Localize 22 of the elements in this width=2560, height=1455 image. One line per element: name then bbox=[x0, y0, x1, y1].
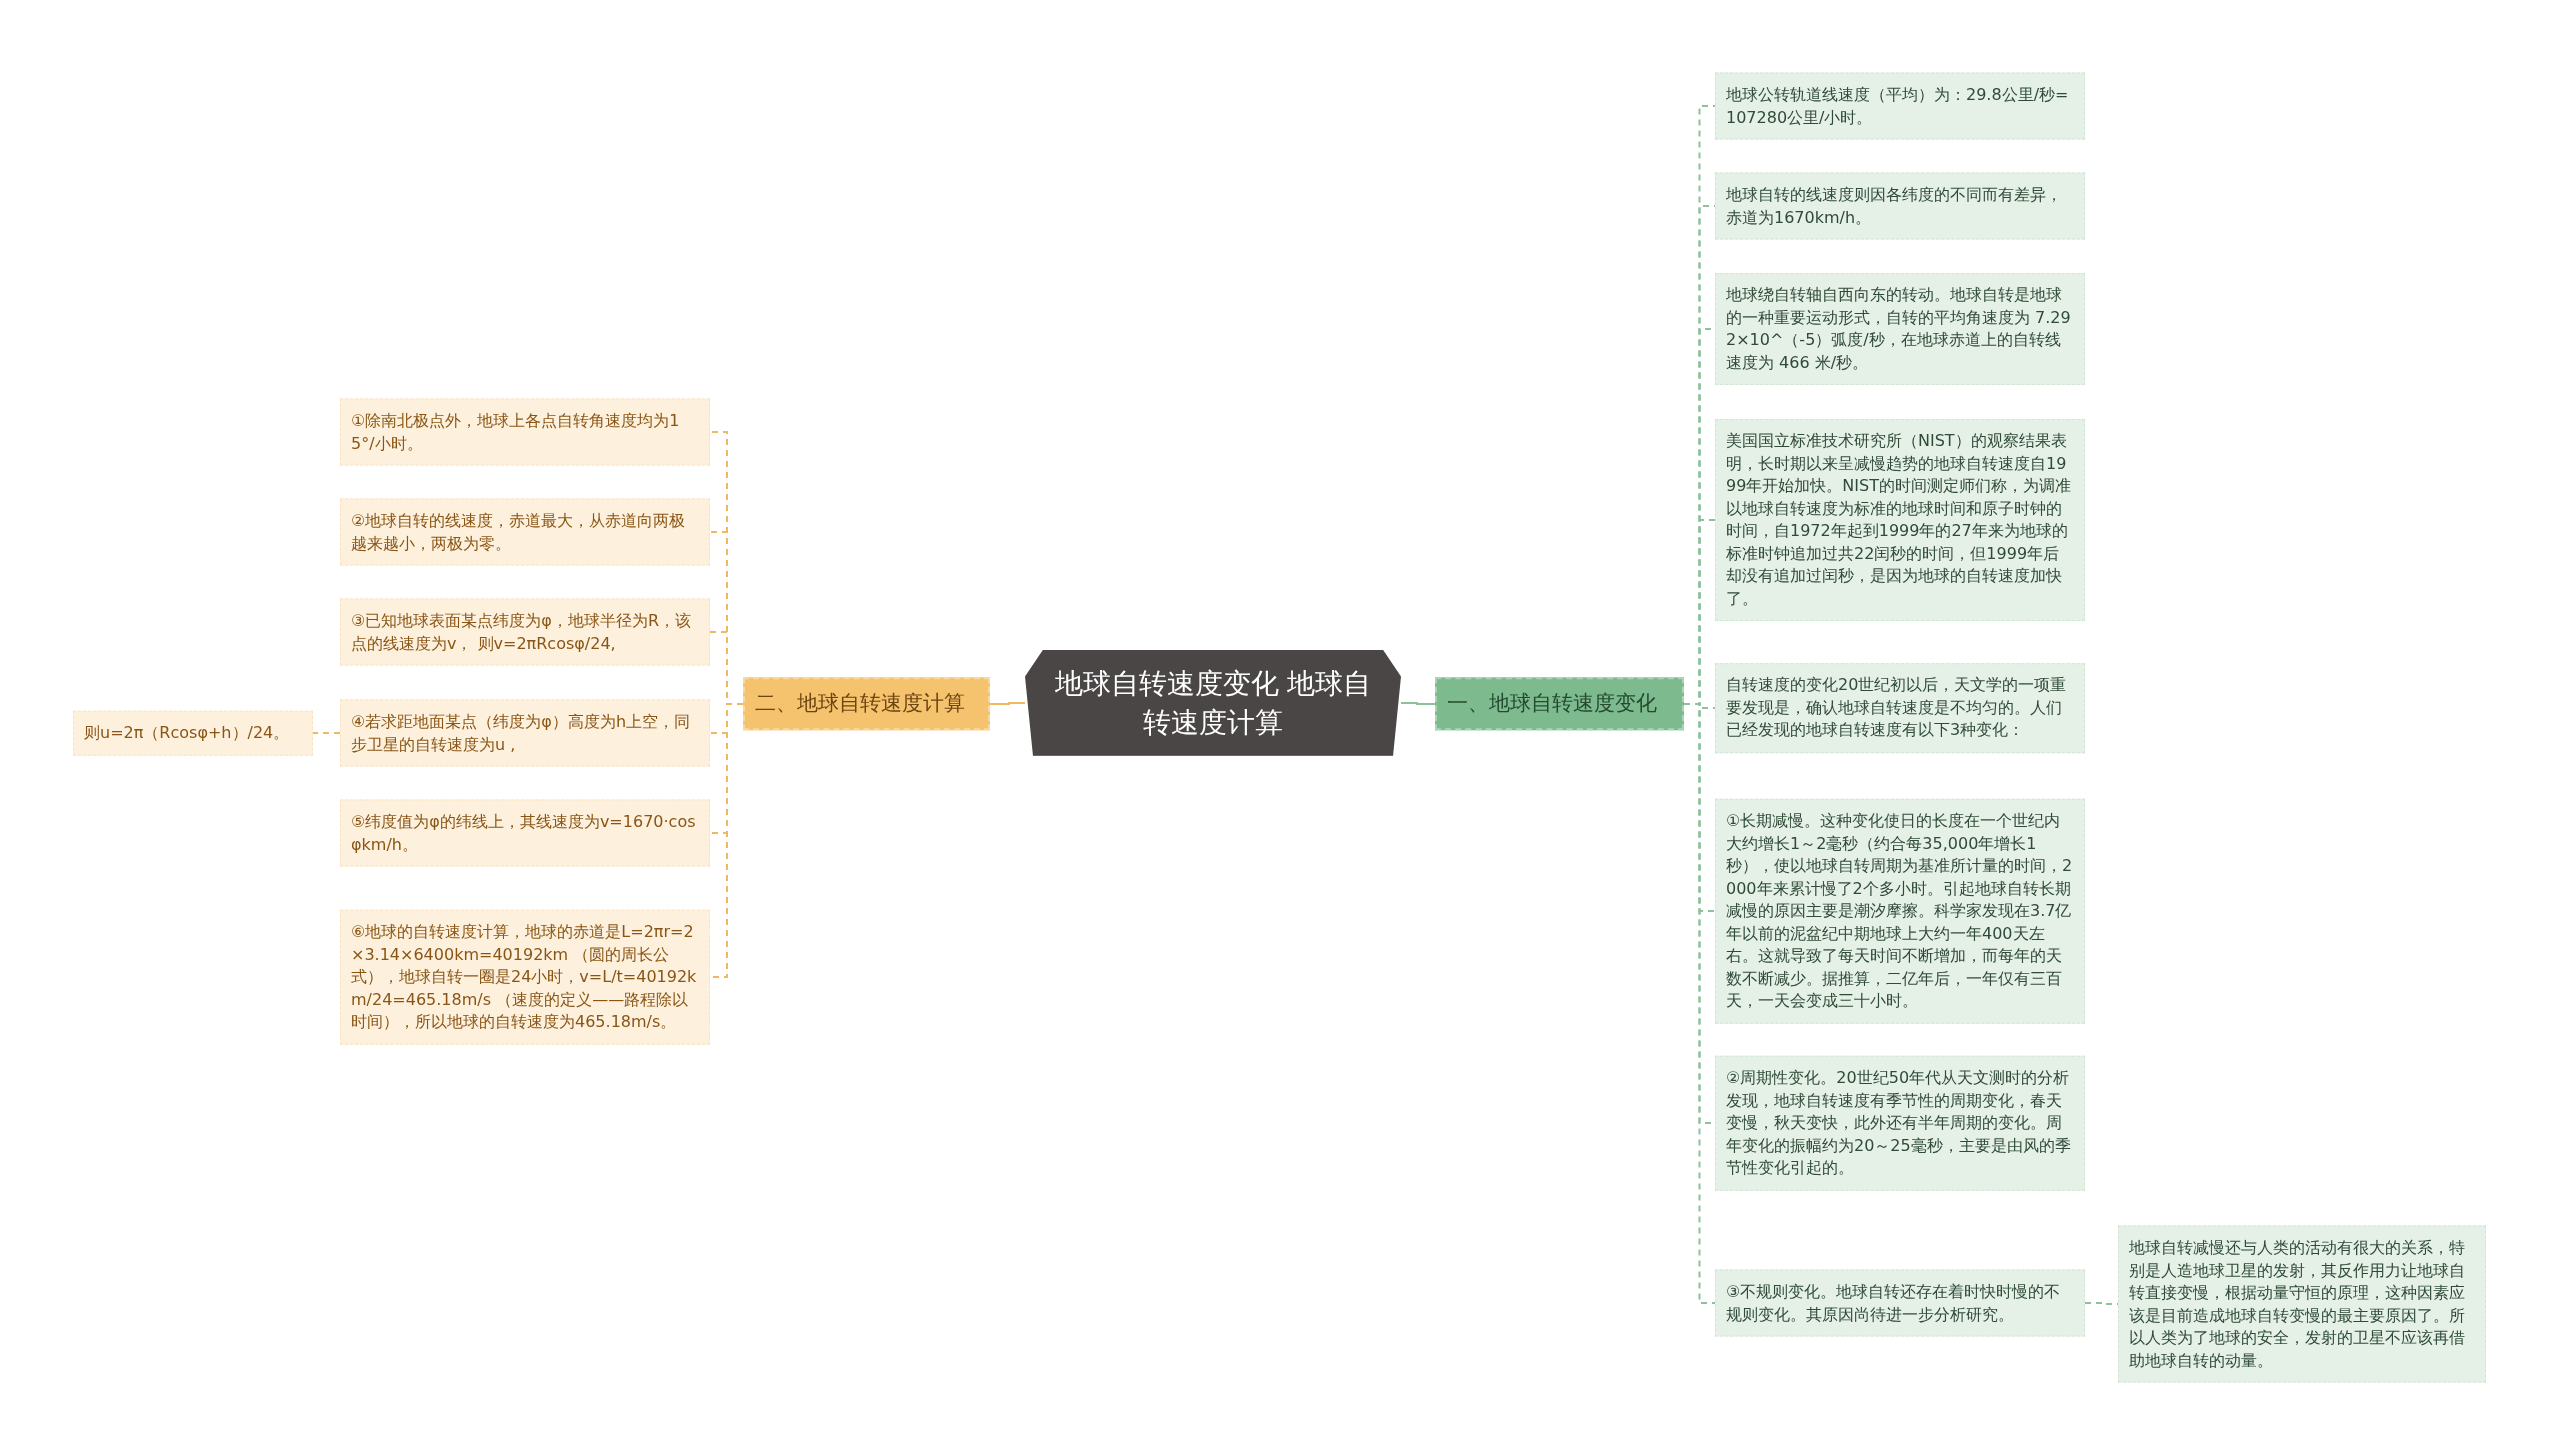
note-box: ③已知地球表面某点纬度为φ，地球半径为R，该点的线速度为v， 则v=2πRcosφ/24, bbox=[340, 598, 710, 666]
note-box: 自转速度的变化20世纪初以后，天文学的一项重要发现是，确认地球自转速度是不均匀的。人们已经发现的地球自转速度有以下3种变化： bbox=[1715, 663, 2085, 753]
note-box: ①长期减慢。这种变化使日的长度在一个世纪内大约增长1～2毫秒（约合每35,000年增长1秒），使以地球自转周期为基准所计量的时间，2000年来累计慢了2个多小时。引起地球自转长期减慢的原因主要是潮汐摩擦。科学家发现在3.7亿年以前的泥盆纪中期地球上大约一年400天左右。这就导致了每天时间不断增加，而每年的天数不断减少。据推算，二亿年后，一年仅有三百天，一天会变成三十小时。 bbox=[1715, 798, 2085, 1024]
central-topic: 地球自转速度变化 地球自转速度计算 bbox=[1025, 649, 1401, 757]
branch-topic: 二、地球自转速度计算 bbox=[743, 677, 990, 731]
note-box: 地球公转轨道线速度（平均）为：29.8公里/秒=107280公里/小时。 bbox=[1715, 72, 2085, 140]
note-box: ①除南北极点外，地球上各点自转角速度均为15°/小时。 bbox=[340, 398, 710, 466]
note-box: 地球绕自转轴自西向东的转动。地球自转是地球的一种重要运动形式，自转的平均角速度为 7.292×10^（-5）弧度/秒，在地球赤道上的自转线速度为 466 米/秒。 bbox=[1715, 273, 2085, 385]
note-box: ②地球自转的线速度，赤道最大，从赤道向两极越来越小，两极为零。 bbox=[340, 498, 710, 566]
note-box: 则u=2π（Rcosφ+h）/24。 bbox=[73, 710, 313, 756]
note-box: 地球自转减慢还与人类的活动有很大的关系，特别是人造地球卫星的发射，其反作用力让地球自转直接变慢，根据动量守恒的原理，这种因素应该是目前造成地球自转变慢的最主要原因了。所以人类为了地球的安全，发射的卫星不应该再借助地球自转的动量。 bbox=[2118, 1225, 2486, 1383]
note-box: ⑥地球的自转速度计算，地球的赤道是L=2πr=2×3.14×6400km=40192km （圆的周长公式），地球自转一圈是24小时，v=L/t=40192km/24=465.18m/s （速度的定义——路程除以时间），所以地球的自转速度为465.18m/s。 bbox=[340, 909, 710, 1045]
note-box: ②周期性变化。20世纪50年代从天文测时的分析发现，地球自转速度有季节性的周期变化，春天变慢，秋天变快，此外还有半年周期的变化。周年变化的振幅约为20～25毫秒，主要是由风的季节性变化引起的。 bbox=[1715, 1055, 2085, 1191]
note-box: ③不规则变化。地球自转还存在着时快时慢的不规则变化。其原因尚待进一步分析研究。 bbox=[1715, 1269, 2085, 1337]
connector-line bbox=[989, 702, 1026, 705]
note-box: 地球自转的线速度则因各纬度的不同而有差异，赤道为1670km/h。 bbox=[1715, 172, 2085, 240]
note-box: ④若求距地面某点（纬度为φ）高度为h上空，同步卫星的自转速度为u , bbox=[340, 699, 710, 767]
note-box: ⑤纬度值为φ的纬线上，其线速度为v=1670·cosφkm/h。 bbox=[340, 799, 710, 867]
note-box: 美国国立标准技术研究所（NIST）的观察结果表明，长时期以来呈减慢趋势的地球自转速度自1999年开始加快。NIST的时间测定师们称，为调准以地球自转速度为标准的地球时间和原子时钟的时间，自1972年起到1999年的27年来为地球的标准时钟追加过共22闰秒的时间，但1999年后却没有追加过闰秒，是因为地球的自转速度加快了。 bbox=[1715, 419, 2085, 621]
connector-line bbox=[312, 732, 341, 734]
connector-line bbox=[1400, 702, 1436, 705]
branch-topic: 一、地球自转速度变化 bbox=[1435, 677, 1684, 731]
